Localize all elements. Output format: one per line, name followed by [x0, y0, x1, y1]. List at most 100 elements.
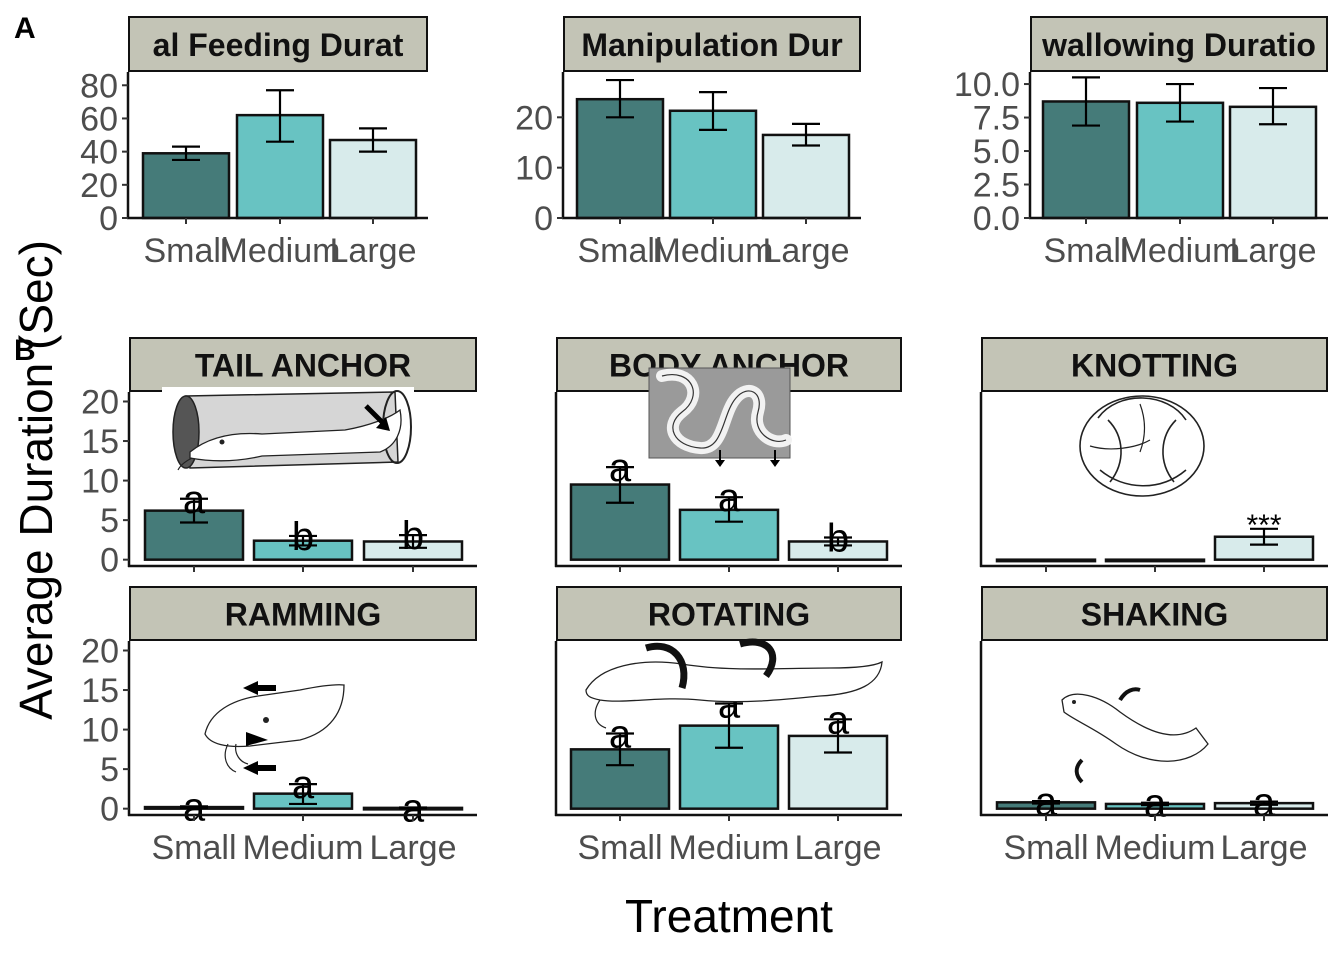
- error-bar-small: [1072, 76, 1100, 127]
- error-bar-large: [1250, 800, 1278, 806]
- error-bar-large: [399, 806, 427, 810]
- significance-letter: a: [827, 698, 850, 742]
- significance-letter: b: [292, 515, 314, 559]
- y-tick-label: 20: [515, 99, 553, 137]
- strip-box: [981, 337, 1328, 392]
- y-tick-label: 20: [81, 383, 119, 421]
- bar-large: [787, 734, 889, 810]
- y-tick-label: 20: [80, 167, 118, 205]
- strip-box: [129, 586, 477, 641]
- significance-letter: a: [292, 763, 315, 807]
- panel-1: al Feeding Durat020406080SmallMediumLarg…: [80, 16, 428, 270]
- panel-tag-a: A: [14, 12, 36, 45]
- x-axis-title: Treatment: [625, 890, 833, 942]
- y-tick-label: 15: [81, 423, 119, 461]
- error-bar-medium: [715, 702, 743, 749]
- error-bar-medium: [289, 783, 317, 806]
- y-tick-label: 5.0: [973, 133, 1020, 171]
- y-tick-label: 10: [81, 712, 119, 750]
- y-tick-label: 60: [80, 100, 118, 138]
- body-anchor-illustration: [648, 367, 792, 467]
- significance-letter: a: [402, 786, 425, 830]
- x-tick-label: Small: [1003, 829, 1088, 867]
- strip-box: [556, 586, 902, 641]
- y-tick-label: 15: [81, 672, 119, 710]
- bar-small: [995, 558, 1097, 563]
- x-tick-label: Small: [1043, 232, 1128, 270]
- tail-anchor-illustration: [162, 387, 414, 471]
- bar-small: [575, 97, 665, 220]
- error-bar-large: [824, 718, 852, 754]
- y-tick-label: 20: [81, 632, 119, 670]
- bar-small: [141, 152, 231, 220]
- y-tick-label: 0: [100, 542, 119, 580]
- error-bar-small: [172, 145, 200, 162]
- x-tick-label: Large: [1221, 829, 1308, 867]
- panel-title: SHAKING: [1081, 597, 1229, 633]
- x-tick-label: Small: [577, 232, 662, 270]
- y-tick-label: 2.5: [973, 167, 1020, 205]
- significance-letter: a: [609, 713, 632, 757]
- significance-letter: b: [402, 514, 424, 558]
- ramming-illustration: [204, 681, 345, 775]
- error-bar-small: [1032, 800, 1060, 805]
- x-tick-label: Medium: [669, 829, 790, 867]
- x-tick-label: Large: [370, 829, 457, 867]
- significance-letter: a: [718, 476, 741, 520]
- significance-letter: a: [183, 478, 206, 522]
- y-tick-label: 40: [80, 134, 118, 172]
- error-bar-small: [606, 466, 634, 504]
- x-tick-label: Large: [763, 232, 850, 270]
- y-tick-label: 10.0: [954, 66, 1020, 104]
- error-bar-small: [606, 78, 634, 119]
- y-tick-label: 5: [100, 751, 119, 789]
- strip-box: [981, 586, 1328, 641]
- error-bar-large: [1250, 527, 1278, 546]
- y-tick-label: 7.5: [973, 100, 1020, 138]
- significance-letter: b: [827, 517, 849, 561]
- error-bar-medium: [266, 89, 294, 143]
- strip-box: [563, 16, 861, 72]
- y-axis-title: Average Duration (Sec): [10, 240, 62, 720]
- y-tick-label: 0: [99, 200, 118, 238]
- error-bar-large: [1259, 86, 1287, 126]
- panel-3: wallowing Duratio0.02.55.07.510.0SmallMe…: [954, 16, 1328, 270]
- panels-layer: al Feeding Durat020406080SmallMediumLarg…: [80, 16, 1328, 867]
- rotating-illustration: [585, 638, 883, 729]
- x-tick-label: Large: [795, 829, 882, 867]
- bar-medium: [1104, 558, 1206, 563]
- error-bar-large: [399, 534, 427, 549]
- error-bar-medium: [289, 534, 317, 547]
- error-bar-small: [606, 732, 634, 767]
- x-tick-label: Small: [143, 232, 228, 270]
- significance-letter: ***: [1246, 509, 1281, 542]
- knotting-illustration: [1079, 395, 1205, 497]
- y-tick-label: 10: [81, 463, 119, 501]
- strip-box: [128, 16, 428, 72]
- x-tick-label: Medium: [1095, 829, 1216, 867]
- panel-6: KNOTTING ***: [979, 337, 1328, 572]
- significance-letter: a: [1253, 781, 1276, 825]
- x-tick-label: Small: [151, 829, 236, 867]
- panel-title: al Feeding Durat: [153, 27, 404, 63]
- shaking-illustration: [1061, 687, 1209, 784]
- y-tick-label: 0: [534, 200, 553, 238]
- y-tick-label: 5: [100, 502, 119, 540]
- panel-title: TAIL ANCHOR: [195, 348, 411, 384]
- x-tick-label: Medium: [653, 232, 774, 270]
- x-tick-label: Large: [1230, 232, 1317, 270]
- panel-title: Manipulation Dur: [581, 27, 842, 63]
- x-tick-label: Large: [330, 232, 417, 270]
- panel-title: KNOTTING: [1071, 348, 1238, 384]
- x-tick-label: Medium: [243, 829, 364, 867]
- x-tick-label: Medium: [1120, 232, 1241, 270]
- y-tick-label: 0.0: [973, 200, 1020, 238]
- y-tick-label: 80: [80, 67, 118, 105]
- strip-box: [129, 337, 477, 392]
